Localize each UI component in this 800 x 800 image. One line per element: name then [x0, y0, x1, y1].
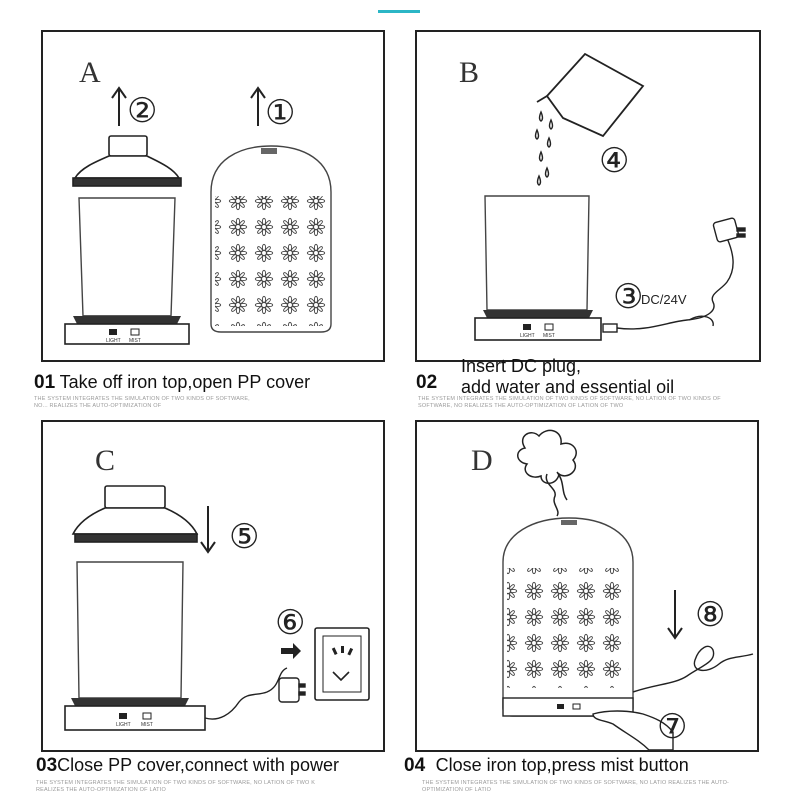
light-button-icon — [109, 329, 117, 335]
step-5-number: ⑤ — [229, 517, 259, 557]
panel-d-illustration: D ⑧ ⑦ — [417, 422, 757, 750]
caption-text-02-line2: add water and essential oil — [461, 377, 674, 398]
diffuser-base-icon: LIGHT MIST — [65, 698, 205, 730]
light-label: LIGHT — [106, 338, 121, 344]
wall-socket-icon — [315, 628, 369, 700]
step-7-number: ⑦ — [657, 707, 687, 747]
mist-button-icon — [131, 329, 139, 335]
power-adapter-icon — [713, 217, 745, 242]
mist-label: MIST — [129, 338, 141, 344]
power-adapter-icon — [279, 678, 305, 702]
step-number-03: 03 — [36, 755, 57, 776]
mist-button-icon — [545, 324, 553, 330]
iron-cover-icon — [503, 518, 633, 716]
mist-label: MIST — [141, 722, 153, 728]
step-number-01: 01 — [34, 372, 55, 393]
light-label: LIGHT — [520, 333, 535, 339]
step-number-02: 02 — [416, 372, 437, 394]
mist-label: MIST — [543, 333, 555, 339]
fine-print-02: THE SYSTEM INTEGRATES THE SIMULATION OF … — [418, 396, 738, 410]
mist-cloud-icon — [518, 430, 576, 516]
step-4-number: ④ — [599, 141, 629, 181]
caption-text-01: Take off iron top,open PP cover — [60, 372, 311, 392]
right-arrow-icon — [281, 643, 301, 659]
top-accent-bar — [378, 10, 420, 13]
panel-a-letter: A — [79, 56, 101, 89]
iron-top-lid-icon — [73, 486, 197, 542]
light-button-icon — [119, 713, 127, 719]
panel-b-illustration: B ④ LIGHT MIST — [417, 32, 759, 360]
water-tank-icon — [485, 196, 589, 310]
panel-d-letter: D — [471, 444, 493, 477]
diffuser-base-icon: LIGHT MIST — [65, 316, 189, 344]
diffuser-base-icon: LIGHT MIST — [475, 310, 601, 340]
step-2-number: ② — [127, 91, 157, 131]
caption-03: 03Close PP cover,connect with power — [36, 755, 339, 777]
panel-a-illustration: A ② ① LIGHT MIST — [43, 32, 383, 360]
light-button-icon — [523, 324, 531, 330]
power-cable-icon — [205, 668, 287, 719]
panel-b: B ④ LIGHT MIST — [415, 30, 761, 362]
light-button-icon — [557, 704, 564, 709]
iron-top-lid-icon — [73, 136, 181, 186]
fine-print-03: THE SYSTEM INTEGRATES THE SIMULATION OF … — [36, 780, 336, 794]
panel-c-letter: C — [95, 444, 115, 477]
light-label: LIGHT — [116, 722, 131, 728]
iron-cover-icon — [211, 146, 331, 332]
caption-text-04: Close iron top,press mist button — [436, 755, 689, 775]
caption-text-03: Close PP cover,connect with power — [57, 755, 339, 775]
water-drops-icon — [536, 112, 553, 185]
caption-01: 01 Take off iron top,open PP cover — [34, 372, 310, 394]
fine-print-01: THE SYSTEM INTEGRATES THE SIMULATION OF … — [34, 396, 254, 410]
step-8-number: ⑧ — [695, 595, 725, 635]
step-3-number: ③ — [613, 277, 643, 317]
fine-print-04: THE SYSTEM INTEGRATES THE SIMULATION OF … — [422, 780, 742, 794]
mist-button-icon — [573, 704, 580, 709]
water-tank-icon — [77, 562, 183, 698]
mist-button-icon — [143, 713, 151, 719]
caption-02: 02 Insert DC plug, add water and essenti… — [416, 356, 674, 398]
panel-a: A ② ① LIGHT MIST — [41, 30, 385, 362]
caption-04: 04 Close iron top,press mist button — [404, 755, 689, 777]
panel-c-illustration: C ⑤ LIGHT MIST ⑥ — [43, 422, 383, 750]
panel-b-letter: B — [459, 56, 479, 89]
power-cable-icon — [633, 646, 753, 692]
water-tank-icon — [79, 198, 175, 316]
panel-d: D ⑧ ⑦ — [415, 420, 759, 752]
panel-c: C ⑤ LIGHT MIST ⑥ — [41, 420, 385, 752]
step-number-04: 04 — [404, 755, 425, 776]
step-1-number: ① — [265, 93, 295, 133]
caption-text-02-line1: Insert DC plug, — [461, 356, 674, 377]
step-6-number: ⑥ — [275, 603, 305, 643]
dc-voltage-label: DC/24V — [641, 292, 687, 307]
